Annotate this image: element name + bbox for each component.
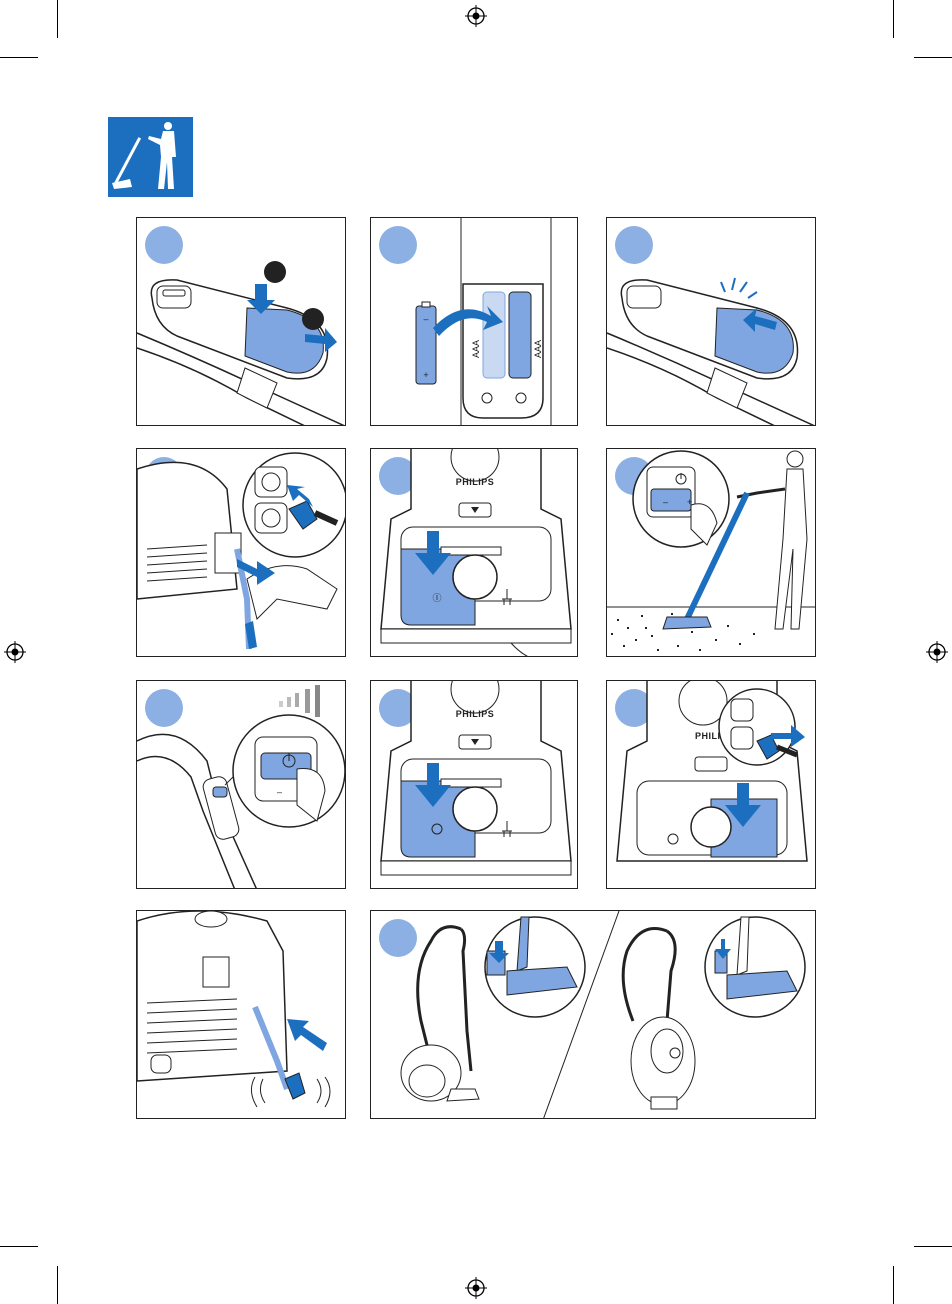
battery-label-left: AAA xyxy=(471,340,481,358)
crop-mark xyxy=(893,1266,894,1304)
crop-mark xyxy=(0,1246,38,1247)
registration-mark-icon xyxy=(465,1277,487,1299)
step-3-panel xyxy=(606,217,816,426)
step-8-panel: PHILIPS xyxy=(370,680,578,889)
battery-label-right: AAA xyxy=(533,340,543,358)
svg-text:–: – xyxy=(423,314,428,324)
step-5-panel: PHILIPS Ⓘ xyxy=(370,448,578,657)
svg-text:+: + xyxy=(423,370,428,380)
crop-mark xyxy=(57,1266,58,1304)
step-7-panel: – xyxy=(136,680,346,889)
step-1-panel xyxy=(136,217,346,426)
registration-mark-icon xyxy=(4,641,26,663)
step-6-panel: – + xyxy=(606,448,816,657)
crop-mark xyxy=(0,57,38,58)
minus-symbol: – xyxy=(277,787,282,797)
step-4-panel xyxy=(136,448,346,657)
brand-logo: PHILIPS xyxy=(456,709,495,719)
step-10-panel xyxy=(136,910,346,1119)
power-symbol: Ⓘ xyxy=(432,593,441,603)
crop-mark xyxy=(914,1246,952,1247)
brand-logo: PHILIPS xyxy=(456,477,495,487)
registration-mark-icon xyxy=(465,5,487,27)
vacuum-cleaning-person-icon xyxy=(108,117,193,197)
step-9-panel: PHILIP xyxy=(606,680,816,889)
crop-mark xyxy=(893,0,894,38)
crop-mark xyxy=(914,57,952,58)
minus-symbol: – xyxy=(663,497,668,507)
step-2-panel: – + AAA AAA xyxy=(370,217,578,426)
crop-mark xyxy=(57,0,58,38)
registration-mark-icon xyxy=(926,641,948,663)
step-11-panel xyxy=(370,910,816,1119)
